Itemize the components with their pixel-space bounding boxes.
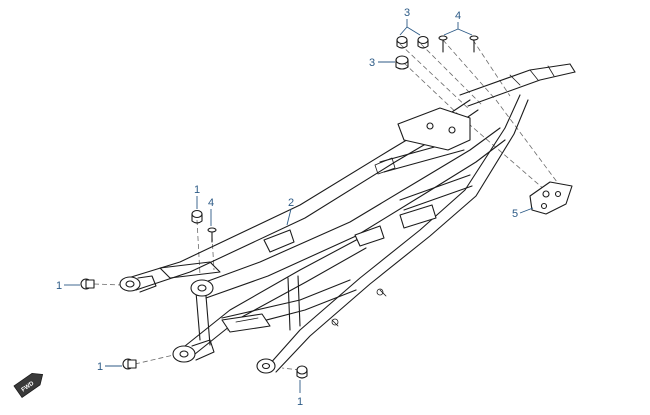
callout-3-side: 3 bbox=[369, 57, 395, 69]
bolt-part-1-left bbox=[80, 278, 95, 290]
assembly-dashed-lines bbox=[93, 39, 561, 371]
callout-1-left: 1 bbox=[56, 280, 80, 292]
collar-part-3c bbox=[395, 55, 409, 70]
callout-4-left: 4 bbox=[208, 197, 214, 226]
callout-label: 3 bbox=[369, 57, 375, 69]
callout-label: 4 bbox=[208, 197, 214, 209]
callout-5: 5 bbox=[512, 207, 534, 220]
callout-label: 5 bbox=[512, 208, 518, 220]
rear-subframe bbox=[119, 63, 576, 374]
bolt-part-4b bbox=[469, 35, 479, 53]
bolt-part-4-left bbox=[207, 227, 217, 243]
callout-2: 2 bbox=[286, 197, 294, 226]
callout-label: 1 bbox=[97, 361, 103, 373]
callout-1-bottom: 1 bbox=[297, 380, 303, 408]
callout-label: 1 bbox=[56, 280, 62, 292]
callout-label: 4 bbox=[455, 10, 461, 22]
hardware-parts bbox=[80, 35, 573, 379]
callout-label: 3 bbox=[404, 7, 410, 19]
callout-3-top: 3 bbox=[399, 7, 421, 36]
bolt-part-1-lower bbox=[122, 358, 137, 370]
collar-part-3a bbox=[396, 35, 408, 49]
callout-label: 2 bbox=[288, 197, 294, 209]
collar-part-3b bbox=[417, 35, 429, 49]
callout-4-top: 4 bbox=[443, 10, 473, 36]
callout-1-upper: 1 bbox=[194, 184, 200, 209]
bracket-part-5 bbox=[529, 181, 573, 215]
bolt-part-4a bbox=[438, 35, 448, 53]
callout-label: 1 bbox=[194, 184, 200, 196]
fwd-arrow-icon: FWD bbox=[13, 372, 44, 399]
bolt-part-1-bottom bbox=[296, 365, 308, 379]
collar-part-1-upper bbox=[191, 209, 203, 224]
callout-label: 1 bbox=[297, 396, 303, 408]
callout-1-lower: 1 bbox=[97, 361, 122, 373]
